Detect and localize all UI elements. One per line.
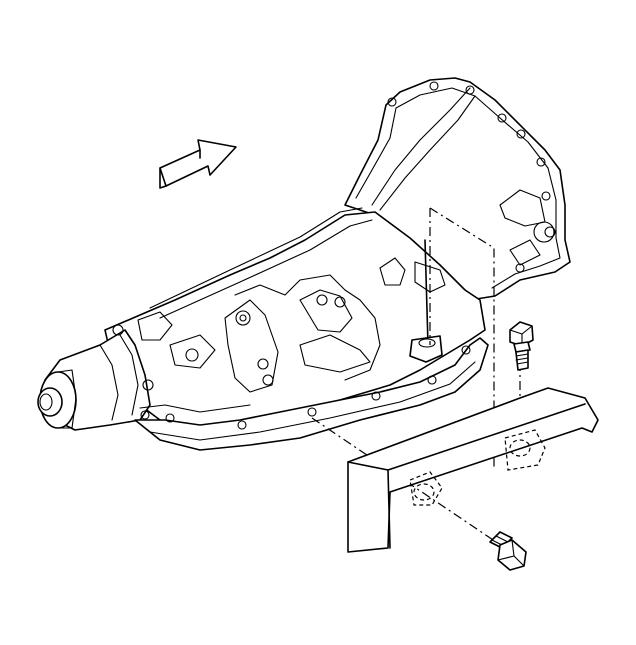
transmission-shield [347, 387, 599, 553]
front-direction-arrow-icon [159, 139, 237, 189]
bolt-icon [489, 531, 527, 571]
output-shaft [37, 369, 77, 429]
bolt-icon [509, 321, 534, 371]
oil-pan [134, 337, 489, 451]
transmission-assembly [37, 77, 571, 451]
dipstick-tube [409, 239, 443, 363]
